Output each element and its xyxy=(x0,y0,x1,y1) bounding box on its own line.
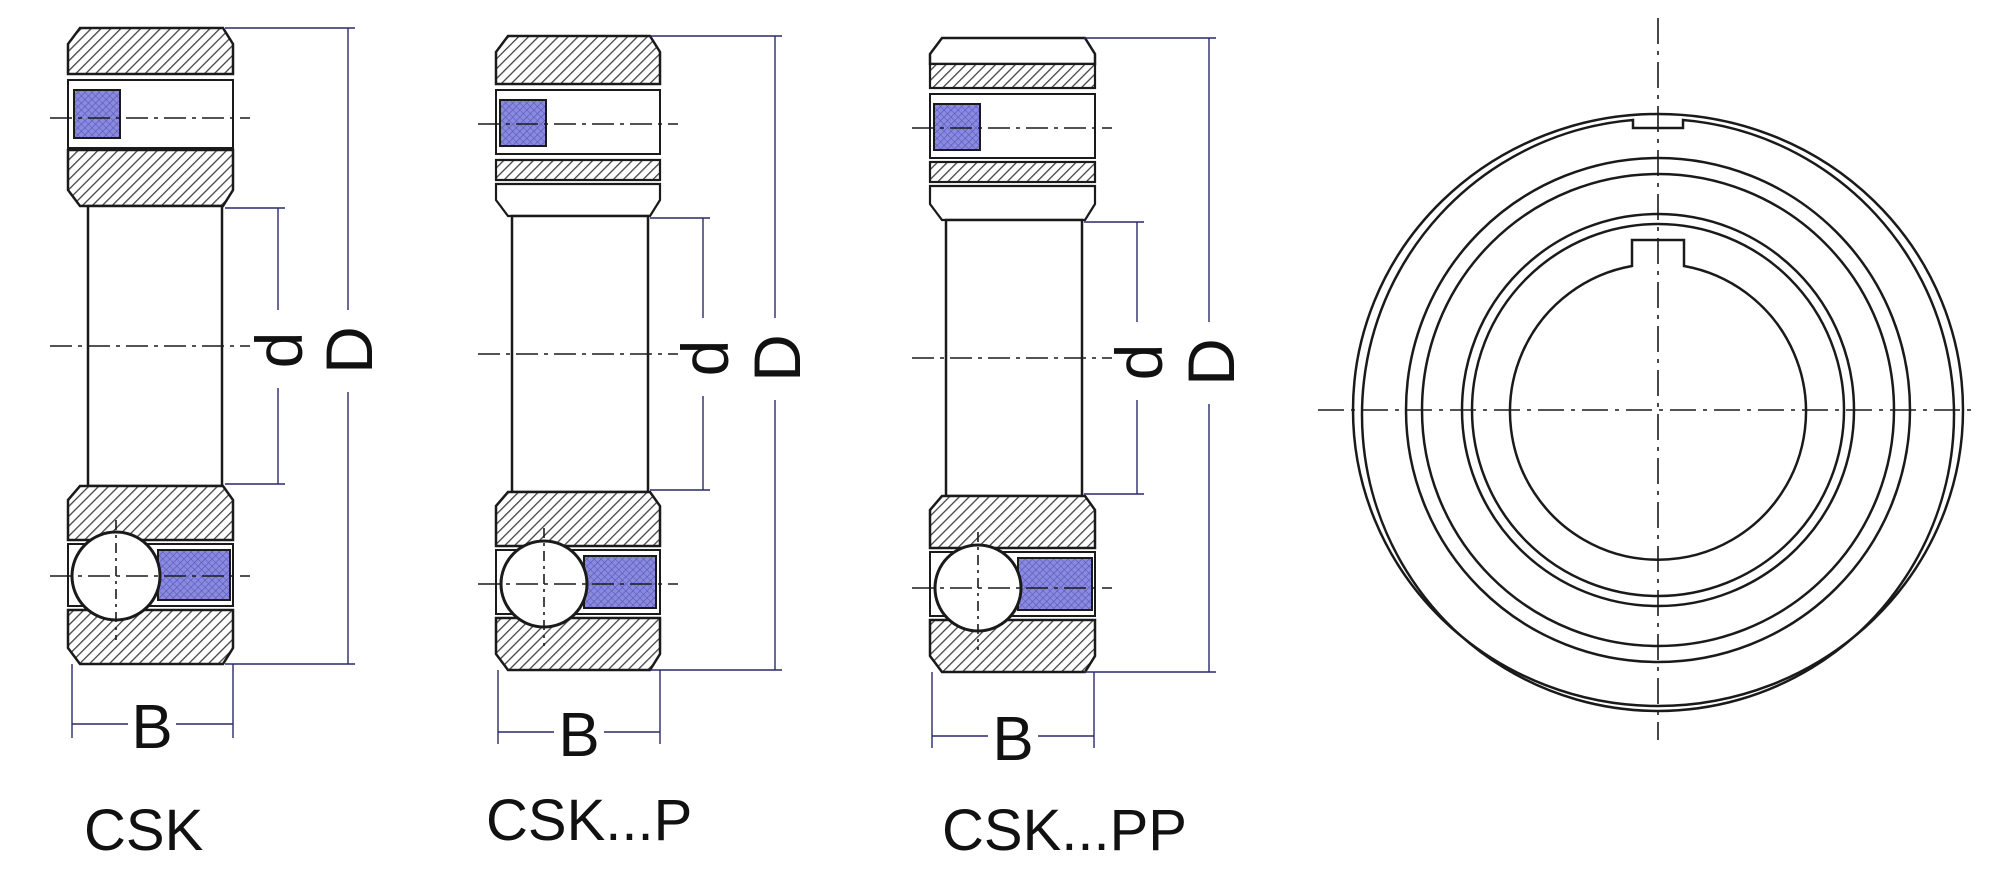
sprag-bottom xyxy=(1017,557,1093,611)
inner-ring-bottom xyxy=(494,490,662,548)
dim-D-csk-p: D xyxy=(740,334,814,382)
sprag-top xyxy=(499,99,547,147)
outer-ring-bottom xyxy=(494,616,662,672)
figure-label-csk-p: CSK...P xyxy=(486,788,692,853)
figure-csk-pp: d D B CSK...PP xyxy=(912,36,1248,863)
figure-csk-p: d D B CSK...P xyxy=(478,34,814,853)
front-view-keyed-bearing xyxy=(1318,18,1978,740)
outer-ring-top xyxy=(928,36,1097,66)
figure-label-csk: CSK xyxy=(84,798,204,863)
bore-with-keyway xyxy=(1508,238,1808,561)
dim-D-csk-pp: D xyxy=(1174,338,1248,386)
outer-ring-bottom xyxy=(928,618,1097,674)
inner-ring-bottom xyxy=(928,494,1097,550)
outer-ring-contour xyxy=(1360,118,1956,713)
inner-ring-top-lip xyxy=(928,184,1097,222)
inner-ring-top xyxy=(66,148,235,208)
dim-d-csk: d xyxy=(242,332,316,369)
dim-D-csk: D xyxy=(312,326,386,374)
sprag-top xyxy=(73,89,121,139)
inner-ring-top xyxy=(494,158,662,182)
outer-ring-bottom xyxy=(66,608,235,666)
sprag-top xyxy=(933,103,981,151)
outer-ring-top xyxy=(494,34,662,86)
figure-label-csk-pp: CSK...PP xyxy=(942,798,1187,863)
inner-ring-top-lip xyxy=(494,182,662,218)
dim-B-csk: B xyxy=(131,693,172,762)
dim-d-csk-p: d xyxy=(668,340,742,377)
figure-csk: d D B CSK xyxy=(50,26,386,863)
outer-ring-top-band xyxy=(928,62,1097,90)
outer-ring-top xyxy=(66,26,235,76)
dim-B-csk-p: B xyxy=(558,701,599,770)
inner-ring-top-band xyxy=(928,160,1097,184)
sprag-bottom xyxy=(157,549,231,601)
dim-d-csk-pp: d xyxy=(1102,344,1176,381)
outer-ring-inner xyxy=(1404,156,1912,664)
inner-ring-bottom xyxy=(66,484,235,542)
dim-B-csk-pp: B xyxy=(992,705,1033,774)
sprag-bottom xyxy=(583,555,657,609)
